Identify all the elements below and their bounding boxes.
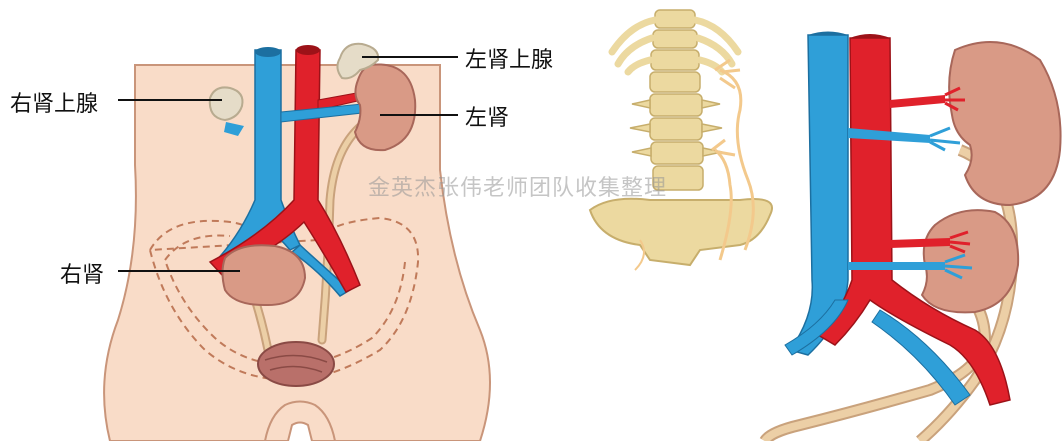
lower-kidney-shape <box>922 210 1018 312</box>
label-right-kidney: 右肾 <box>60 257 104 289</box>
right-adrenal-shape <box>210 87 243 120</box>
upper-kidney-shape <box>949 42 1060 205</box>
label-left-kidney: 左肾 <box>465 100 509 132</box>
label-left-adrenal: 左肾上腺 <box>465 42 553 74</box>
kidney-closeup <box>765 32 1061 441</box>
right-kidney-shape <box>223 245 306 305</box>
left-kidney-shape <box>355 64 415 150</box>
spine-illustration <box>590 10 772 270</box>
torso-illustration <box>104 44 490 441</box>
bladder <box>258 342 334 386</box>
label-right-adrenal: 右肾上腺 <box>10 86 98 118</box>
watermark: 金英杰张伟老师团队收集整理 <box>368 170 667 202</box>
pelvic-bone <box>590 199 772 265</box>
